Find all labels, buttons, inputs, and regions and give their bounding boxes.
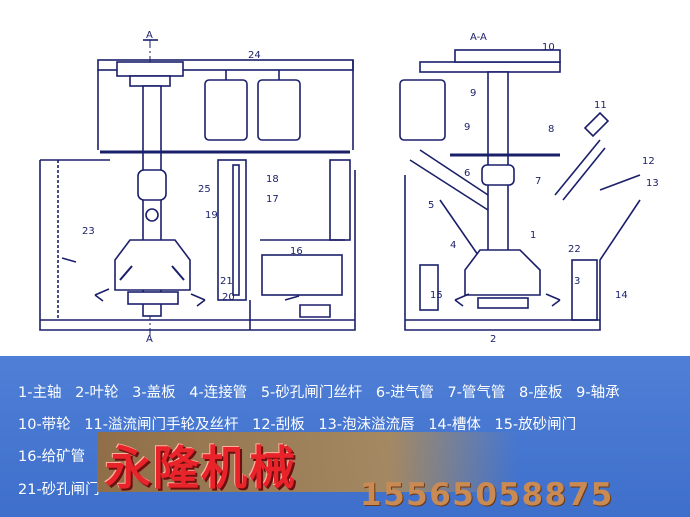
legend-item: 1-主轴	[18, 385, 62, 401]
legend-item: 4-连接管	[189, 385, 248, 401]
legend-item: 3-盖板	[132, 385, 176, 401]
flotation-machine-drawing	[39, 39, 641, 340]
legend-item: 10-带轮	[18, 417, 71, 433]
legend-item: 9-轴承	[576, 385, 620, 401]
legend-item: 14-槽体	[428, 417, 481, 433]
legend-item: 6-进气管	[375, 385, 434, 401]
legend-item: 2-叶轮	[75, 385, 119, 401]
legend-row-3: 16-给矿管	[18, 445, 94, 466]
legend-row-4: 21-砂孔闸门	[18, 478, 109, 499]
legend-item: 8-座板	[519, 385, 563, 401]
legend-item: 7-管气管	[447, 385, 506, 401]
legend-item: 15-放砂闸门	[494, 417, 577, 433]
watermark-band	[97, 432, 517, 492]
legend-item: 16-给矿管	[18, 449, 86, 465]
legend-item: 21-砂孔闸门	[18, 482, 100, 498]
legend-item: 13-泡沫溢流唇	[318, 417, 415, 433]
legend-item: 11-溢流闸门手轮及丝杆	[84, 417, 239, 433]
legend-row-1: 1-主轴 2-叶轮 3-盖板 4-连接管 5-砂孔闸门丝杆 6-进气管 7-管气…	[18, 381, 629, 402]
phone-watermark: 15565058875	[360, 477, 614, 513]
legend-item: 5-砂孔闸门丝杆	[260, 385, 363, 401]
legend-item: 12-刮板	[252, 417, 305, 433]
brand-watermark: 永隆机械	[105, 441, 297, 495]
legend-row-2: 10-带轮 11-溢流闸门手轮及丝杆 12-刮板 13-泡沫溢流唇 14-槽体 …	[18, 413, 585, 434]
drawing-svg	[39, 39, 641, 340]
